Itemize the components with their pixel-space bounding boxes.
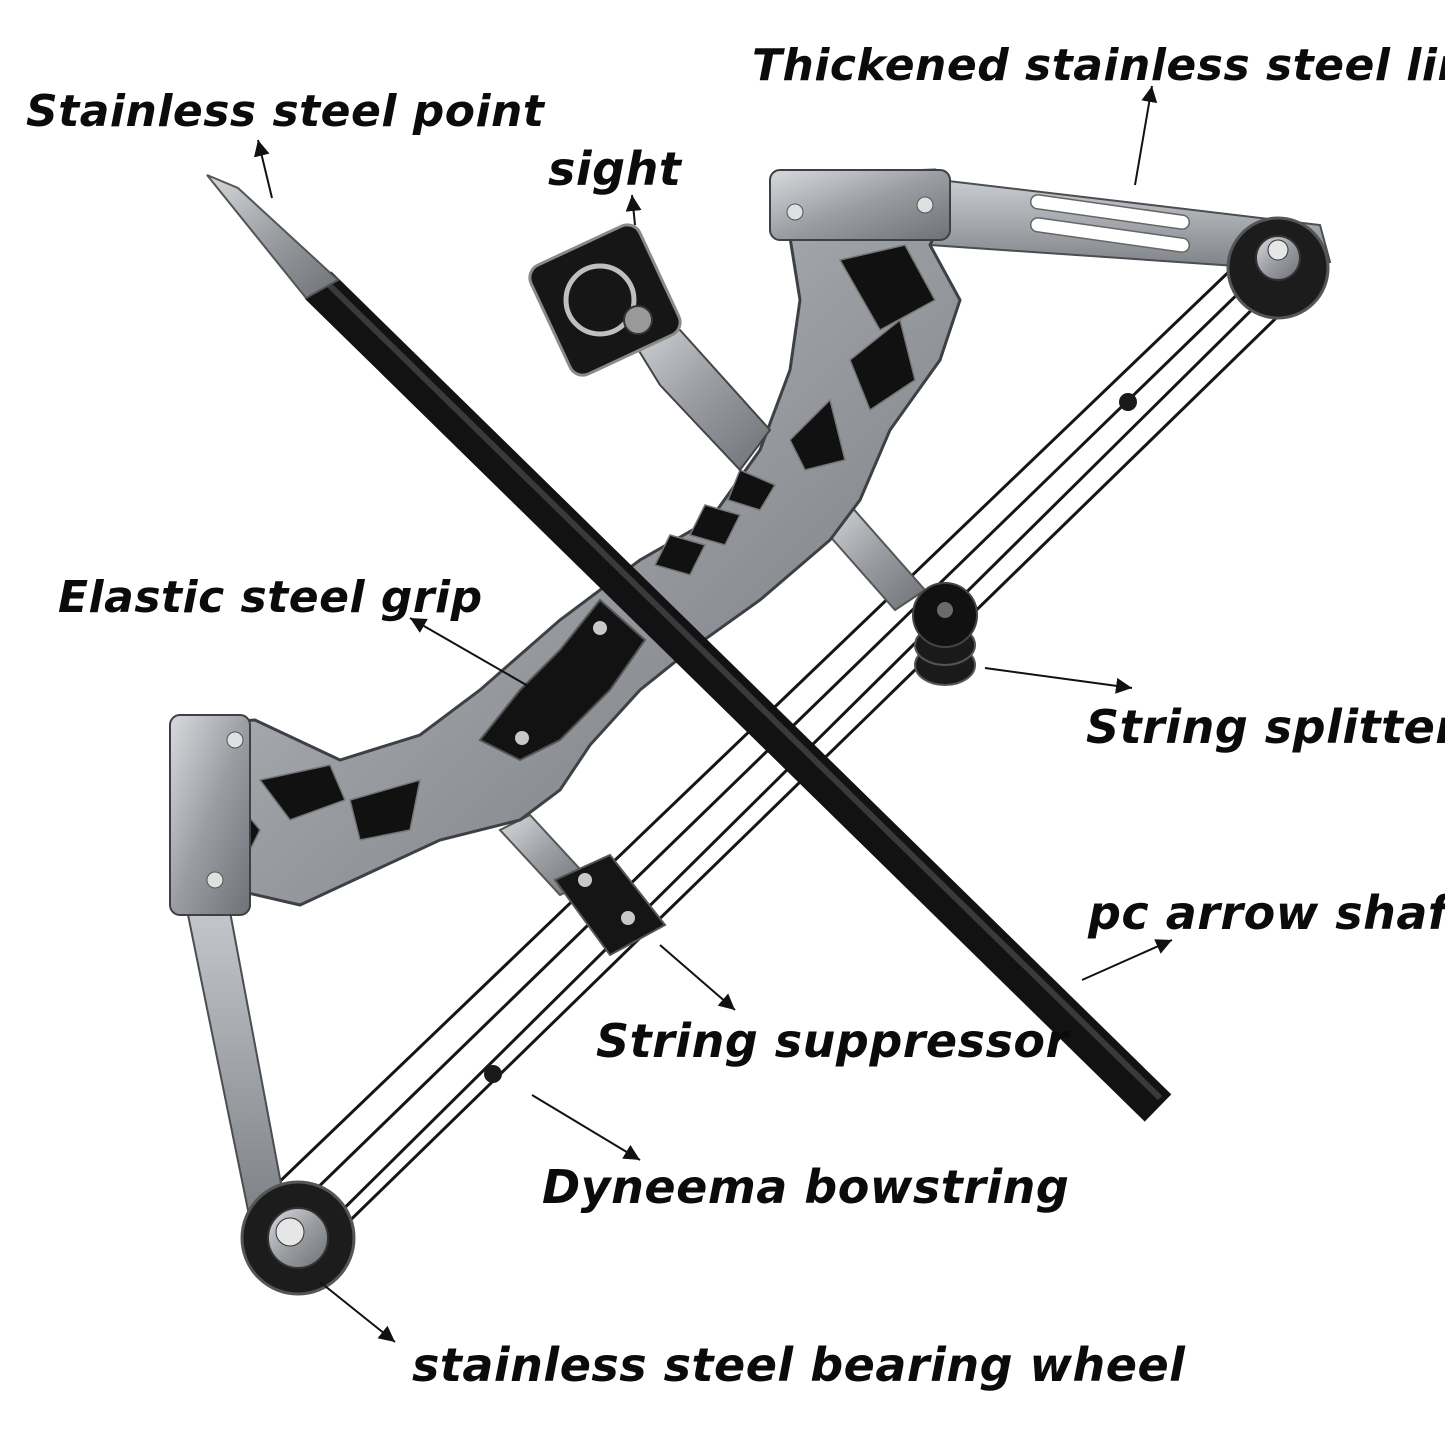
grip <box>478 598 647 762</box>
lower-limb <box>183 883 287 1222</box>
lower-cam-housing <box>169 714 251 916</box>
arrow-point <box>206 174 340 300</box>
arrow-shaft <box>304 271 1172 1122</box>
sight-body <box>528 223 682 377</box>
arrow-shaft-highlight <box>319 275 1163 1101</box>
upper-limb-slot <box>1029 217 1191 253</box>
label-string-splitter: String splitter <box>1086 700 1445 754</box>
label-steel-point: Stainless steel point <box>26 86 545 137</box>
bowstring-knot <box>484 1065 502 1083</box>
housing-screw <box>226 731 244 749</box>
grip-screw <box>593 621 607 635</box>
housing-screw <box>206 871 224 889</box>
leader-lines <box>253 85 1173 1343</box>
label-arrow-shaft: pc arrow shaft <box>1088 886 1445 940</box>
label-string-suppressor: String suppressor <box>596 1014 1069 1068</box>
housing-screw <box>916 196 934 214</box>
upper-limb-slot <box>1029 194 1191 230</box>
sight-ring <box>563 263 637 337</box>
grip-screw <box>515 731 529 745</box>
bottom-wheel-bolt <box>275 1217 305 1247</box>
bowstring-knot <box>1119 393 1137 411</box>
label-thickened-limbs: Thickened stainless steel limbs <box>752 40 1445 91</box>
upper-cam-housing <box>769 169 951 241</box>
housing-screw <box>786 203 804 221</box>
sight-pin <box>623 305 653 335</box>
label-sight: sight <box>548 142 682 196</box>
label-bearing-wheel: stainless steel bearing wheel <box>412 1338 1186 1392</box>
riser-inlays <box>219 244 937 862</box>
string-splitter <box>912 582 978 686</box>
label-grip: Elastic steel grip <box>58 572 483 623</box>
label-bowstring: Dyneema bowstring <box>542 1160 1070 1214</box>
string-suppressor <box>553 853 667 957</box>
top-cam-bolt <box>1267 239 1289 261</box>
